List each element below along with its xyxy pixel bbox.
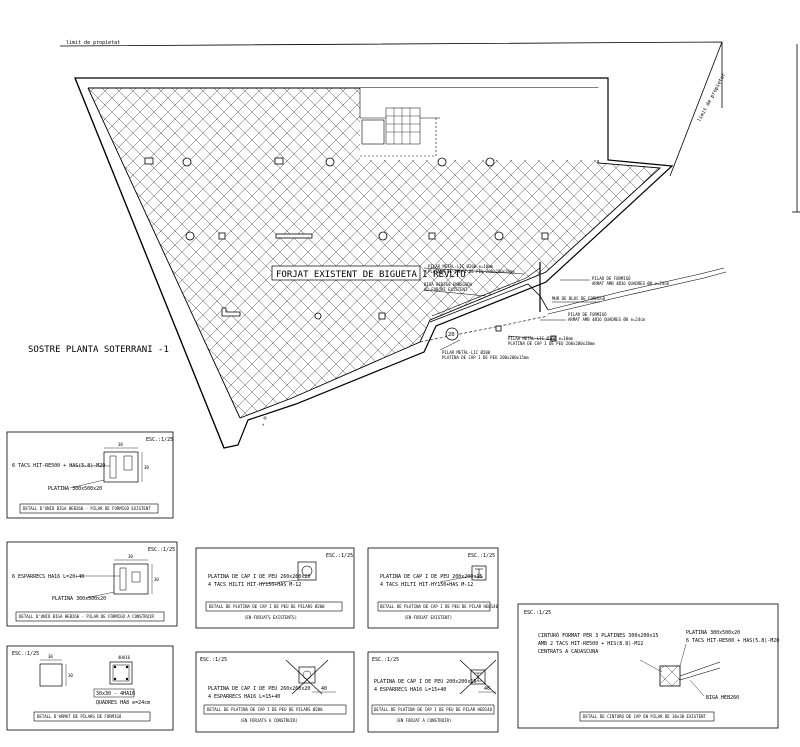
detail-6-scale: ESC.:1/25	[12, 651, 39, 657]
detail-2-line2: PLATINA 300x500x20	[52, 596, 106, 602]
detail-4-subtitle: (EN FORJAT EXISTENT)	[404, 615, 452, 620]
detail-1-line1: 6 TACS HIT-RE500 + HAS(5.8)-M20	[12, 463, 105, 469]
detail-3-subtitle: (EN FORJATS EXISTENTS)	[244, 615, 297, 620]
detail-6-dim-b: 30	[68, 673, 73, 678]
detail-6-bar-label: 4HA16	[118, 655, 131, 660]
detail-3-title: DETALL DE PLATINA DE CAP I DE PEU DE PIL…	[209, 604, 325, 609]
ann-pilar-metal-mid-2: PLATINA DE CAP I DE PEU 200x200x20mm	[508, 341, 595, 346]
detail-3-line1: PLATINA DE CAP I DE PEU 260x260x20	[208, 574, 310, 580]
detail-1: ESC.:1/25 30 30 6 TACS HIT-RE500 + HAS(5…	[6, 431, 174, 519]
main-label-box	[271, 265, 421, 281]
detail-1-line2: PLATINA 300x500x20	[48, 486, 102, 492]
detail-7-scale: ESC.:1/25	[200, 657, 227, 663]
detail-1-title: DETALL D'UNIÓ BIGA HEB260 - PILAR DE FOR…	[23, 506, 151, 511]
detail-5-line1: CINTURÓ FORMAT PER 3 PLATINES 300x200x15	[538, 632, 658, 639]
detail-8: ESC.:1/25 40 PLATINA DE CAP I DE PEU 200…	[367, 651, 499, 733]
ann-pilar-metal-bot-1: PILAR METÀL·LIC Ø200	[442, 350, 491, 355]
columns	[144, 157, 557, 342]
detail-6-title: DETALL D'ARMAT DE PILARS DE FORMIGÓ	[37, 714, 122, 719]
detail-3-scale: ESC.:1/25	[326, 553, 353, 559]
ann-pilar-formigo-1: PILAR DE FORMIGÓ	[592, 276, 631, 281]
detail-8-title: DETALL DE PLATINA DE CAP I DE PEU DE PIL…	[374, 707, 493, 712]
detail-7: ESC.:1/25 40 PLATINA DE CAP I DE PEU 260…	[195, 651, 355, 733]
detail-6-line2: QUADRES HA8 e=24cm	[96, 700, 150, 706]
detail-6-line1: 30x30 - 4HA16	[96, 691, 135, 697]
detail-5-line3: CENTRATS A CADASCUNA	[538, 649, 598, 655]
detail-7-subtitle: (EN FORJATS A CONSTRUIR)	[240, 718, 298, 723]
detail-2: ESC.:1/25 30 30 6 ESPARRECS HA16 L=20+40…	[6, 541, 178, 627]
detail-8-subtitle: (EN FORJAT A CONSTRUIR)	[396, 718, 451, 723]
main-label: FORJAT EXISTENT DE BIGUETA I REVLTÓ	[276, 268, 466, 280]
small-mark: ×	[262, 422, 265, 427]
property-limit-diagonal	[669, 41, 723, 177]
detail-8-dim: 40	[484, 686, 490, 692]
floor-plan: límit de propietat límit de propietat	[28, 39, 800, 449]
detail-5-line5: 6 TACS HIT-RE500 + HAS(5.8)-M20	[686, 638, 779, 644]
detail-6-dim-a: 30	[48, 654, 53, 659]
detail-5-line6: BIGA HEB260	[706, 695, 739, 701]
ann-pilar-formigo-2: ARMAT AMB 4Ø16 QUADRES Ø8 e=24cm	[592, 281, 670, 286]
ann-pilar-metal-bot-2: PLATINA DE CAP I DE PEU 200x200x15mm	[442, 355, 529, 360]
detail-1-scale: ESC.:1/25	[146, 437, 173, 443]
detail-7-title: DETALL DE PLATINA DE CAP I DE PEU DE PIL…	[207, 707, 323, 712]
detail-1-dim-a: 30	[118, 442, 123, 447]
ann-biga-top-2: AL FORJAT EXISTENT	[424, 287, 468, 292]
detail-3: ESC.:1/25 PLATINA DE CAP I DE PEU 260x26…	[195, 547, 355, 629]
property-limit-label-top: límit de propietat	[66, 39, 120, 46]
detail-2-dim-b: 30	[154, 577, 159, 582]
detail-5-line4: PLATINA 300x500x20	[686, 630, 740, 636]
detail-3-line2: 4 TACS HILTI HIT-HY150+HAS M-12	[208, 582, 301, 588]
detail-4-line1: PLATINA DE CAP I DE PEU 200x200x15	[380, 574, 482, 580]
detail-2-line1: 6 ESPARRECS HA16 L=20+40	[12, 574, 84, 580]
leader-lines	[423, 267, 600, 351]
detail-2-scale: ESC.:1/25	[148, 547, 175, 553]
detail-5-line2: AMB 2 TACS HIT-RE500 + HIS(8.8)-M12	[538, 641, 643, 647]
detail-8-scale: ESC.:1/25	[372, 657, 399, 663]
stair-opening	[359, 88, 600, 160]
ann-mur: MUR DE BLOC DE FORMIGÓ	[552, 296, 606, 301]
marker-circle	[445, 327, 459, 341]
ann-pilar-metal-top-1: PILAR METÀL·LIC Ø200 e=10mm	[428, 264, 494, 269]
marker-20: 20	[448, 332, 455, 338]
detail-5-title: DETALL DE CINTURÓ DE CAP EN PILAR DE 30x…	[583, 714, 706, 719]
ann-biga-top-1: BIGA HEB260 EMBEGUDA	[424, 282, 473, 287]
detail-7-line1: PLATINA DE CAP I DE PEU 260x260x20	[208, 686, 310, 692]
detail-2-title: DETALL D'UNIÓ BIGA HEB260 - PILAR DE FOR…	[19, 614, 154, 619]
ann-pilar-metal-mid-1: PILAR METÀL·LIC Ø200 e=10mm	[508, 336, 574, 341]
detail-4-title: DETALL DE PLATINA DE CAP I DE PEU DE PIL…	[380, 604, 499, 609]
detail-6: ESC.:1/25 30 30 4HA16 30x30 - 4HA16 QUAD…	[6, 645, 174, 731]
ann-pilar-formigo-4: ARMAT AMB 4Ø16 QUADRES Ø8 e=24cm	[568, 317, 646, 322]
section-title: SOSTRE PLANTA SOTERRANI -1	[28, 345, 169, 355]
detail-1-dim-b: 30	[144, 465, 149, 470]
detail-5-scale: ESC.:1/25	[524, 610, 551, 616]
detail-8-line2: 4 ESPARRECS HA16 L=15+40	[374, 687, 446, 693]
detail-7-line2: 4 ESPARRECS HA16 L=15+40	[208, 694, 280, 700]
detail-8-line1: PLATINA DE CAP I DE PEU 200x200x15	[374, 679, 476, 685]
detail-7-dim: 40	[321, 686, 327, 692]
detail-5: ESC.:1/25 CINTURÓ FORMAT PER 3 PLATINES …	[517, 603, 779, 729]
detail-4-scale: ESC.:1/25	[468, 553, 495, 559]
outer-wall	[74, 77, 674, 449]
ann-pilar-metal-top-2: PLATINA DE CAP I DE PEU 200x200x20mm	[428, 269, 515, 274]
detail-4-line2: 4 TACS HILTI HIT-HY150+HAS M-12	[380, 582, 473, 588]
ann-pilar-formigo-3: PILAR DE FORMIGÓ	[568, 312, 607, 317]
detail-4: ESC.:1/25 PLATINA DE CAP I DE PEU 200x20…	[367, 547, 499, 629]
detail-2-dim-a: 30	[128, 554, 133, 559]
